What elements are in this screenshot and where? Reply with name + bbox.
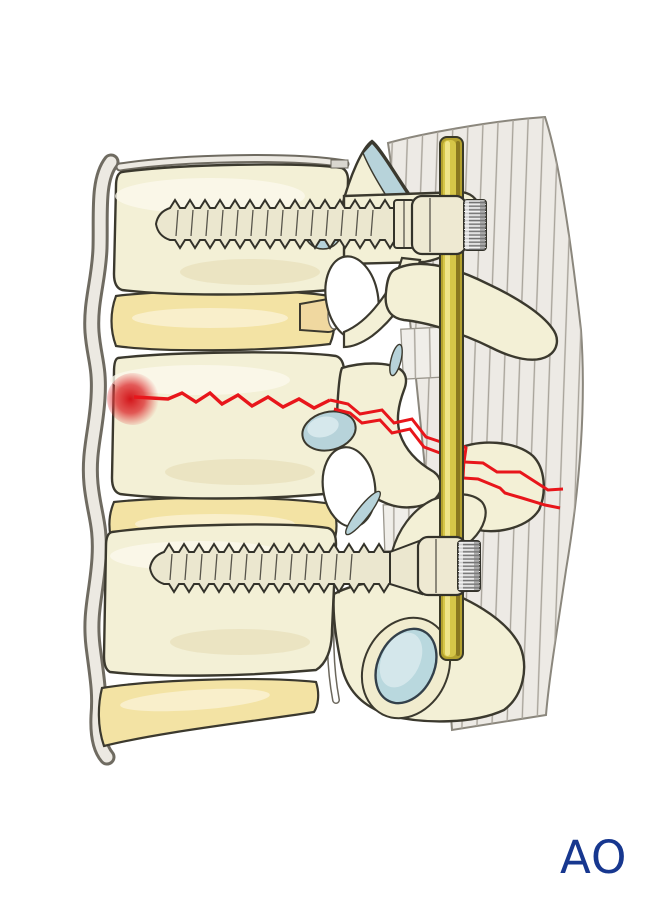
facet-sliver-lower: [345, 490, 381, 536]
ao-logo: AO: [560, 831, 627, 884]
screw-head-top: [393, 194, 487, 256]
disc-3: [97, 678, 320, 748]
top-edge-tab: [330, 159, 349, 169]
fracture-hematoma: [107, 373, 159, 425]
fixation-rod: [439, 136, 464, 661]
locking-nut-top: [463, 199, 487, 251]
transverse-process-arm: [384, 262, 559, 361]
pedicle-screw-top-shaft: [154, 198, 403, 250]
locking-nut-bottom: [457, 540, 481, 592]
pedicle-screw-bottom-shaft: [148, 538, 423, 596]
fracture-line-main: [133, 390, 331, 410]
screw-head-bottom: [416, 535, 481, 597]
vertebra-middle-posterior: [301, 262, 559, 536]
clamp-body-top: [410, 194, 468, 256]
facet-sliver-upper: [389, 343, 403, 377]
